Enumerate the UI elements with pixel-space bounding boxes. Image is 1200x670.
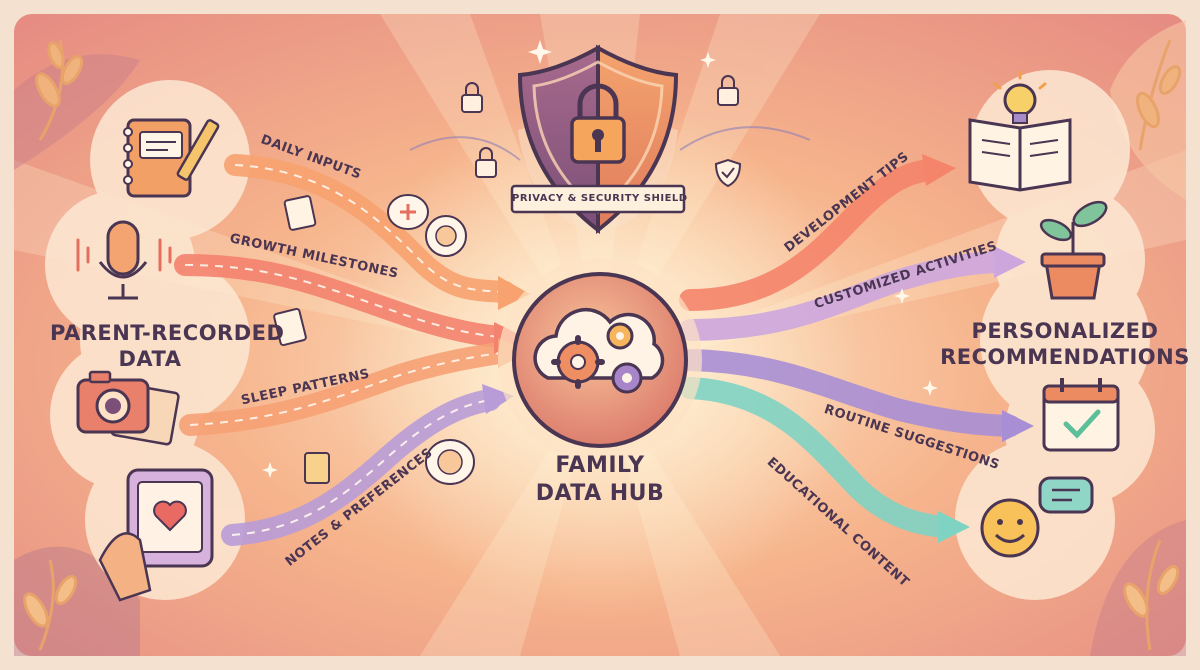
baby-face-bubble-icon: [425, 439, 475, 485]
smiley-chat-icon: [980, 476, 1094, 558]
leaf-sprig-icon: [35, 39, 84, 141]
arrow-head: [1002, 410, 1034, 442]
calendar-check-icon: [1042, 378, 1120, 452]
right-group-title: PERSONALIZED RECOMMENDATIONS: [940, 318, 1190, 370]
potted-plant-icon: [1039, 200, 1108, 300]
document-icon: [283, 195, 317, 231]
arrow-head: [498, 276, 530, 310]
document-icon: [273, 307, 307, 347]
output-flow-arrows: [679, 159, 1021, 538]
arrow-head: [938, 511, 970, 543]
document-icon: [304, 452, 330, 484]
small-lock-icon: [475, 147, 497, 178]
leaf-sprig-icon: [1135, 39, 1182, 151]
shield-swirl: [409, 126, 811, 161]
flow-arrow: [679, 349, 1021, 437]
sparkle-icon: [262, 40, 938, 478]
left-group-title: PARENT-RECORDED DATA: [50, 320, 285, 372]
book-lightbulb-icon: [968, 70, 1072, 192]
shield-label: PRIVACY & SECURITY SHIELD: [512, 193, 688, 204]
left-group-title-line1: PARENT-RECORDED: [50, 321, 285, 345]
speech-bubble-plus-icon: [387, 194, 467, 257]
flow-arrow: [679, 159, 941, 311]
cloud-gears-icon: [533, 307, 665, 394]
hub-title-line1: FAMILY: [555, 453, 645, 478]
left-group-title-line2: DATA: [118, 347, 182, 371]
arrow-head: [994, 246, 1026, 278]
microphone-icon: [76, 220, 172, 300]
arrow-head: [922, 154, 956, 186]
hub-title: FAMILY DATA HUB: [520, 452, 680, 508]
camera-photos-icon: [76, 370, 180, 446]
notebook-pencil-icon: [123, 118, 220, 198]
flow-arrow: [679, 377, 956, 538]
right-group-title-line1: PERSONALIZED: [971, 319, 1159, 343]
small-lock-icon: [461, 82, 483, 113]
tablet-heart-icon: [98, 468, 214, 602]
shield-banner: [510, 184, 686, 214]
arrow-head: [482, 384, 514, 414]
leaf-sprig-icon: [23, 559, 78, 651]
hub-title-line2: DATA HUB: [535, 481, 665, 506]
small-shield-check-icon: [714, 158, 742, 188]
small-lock-icon: [717, 75, 739, 106]
flow-arrow: [679, 251, 1011, 341]
right-group-title-line2: RECOMMENDATIONS: [940, 345, 1190, 369]
arrow-dashes: [184, 164, 506, 536]
leaf-sprig-icon: [1123, 539, 1180, 651]
